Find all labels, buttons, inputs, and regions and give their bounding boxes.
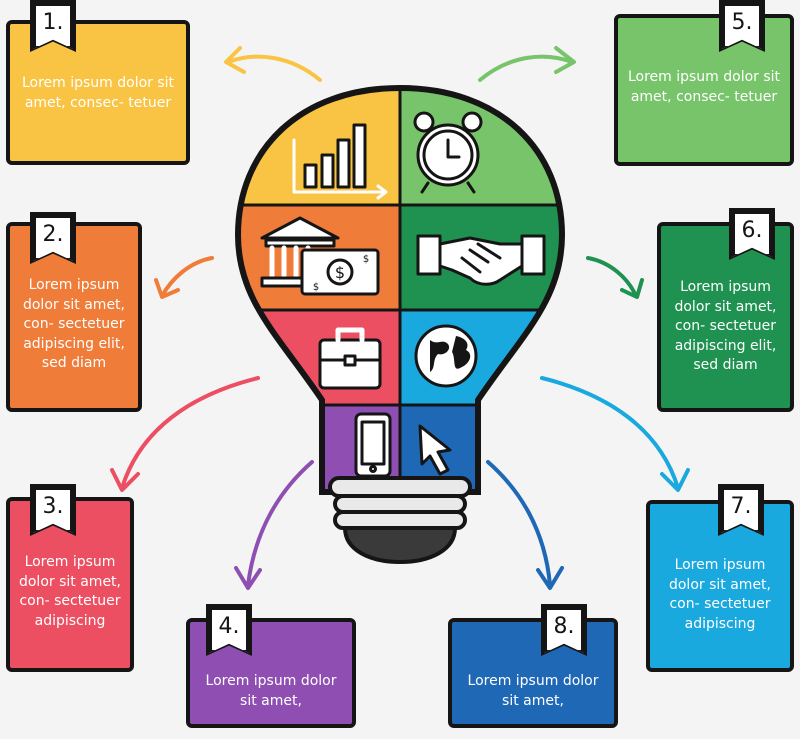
svg-text:$: $: [363, 254, 369, 265]
arrow-to-step-2: [154, 256, 214, 299]
step-5-number-tag: 5.: [722, 3, 762, 49]
step-4-card: Lorem ipsum dolor sit amet,: [186, 618, 356, 728]
step-7-card: Lorem ipsum dolor sit amet, con- sectetu…: [646, 500, 794, 672]
step-1-card: Lorem ipsum dolor sit amet, consec- tetu…: [6, 20, 190, 165]
globe-icon: [414, 324, 478, 388]
step-2-number: 2.: [42, 222, 64, 247]
step-5-number: 5.: [731, 10, 753, 35]
step-3-card: Lorem ipsum dolor sit amet, con- sectetu…: [6, 497, 134, 672]
step-2-number-tag: 2.: [33, 215, 73, 261]
svg-text:$: $: [335, 263, 345, 282]
step-2-card: Lorem ipsum dolor sit amet, con- sectetu…: [6, 222, 142, 412]
cursor-icon: [418, 424, 452, 476]
arrow-to-step-6: [586, 256, 644, 299]
step-6-number: 6.: [741, 218, 763, 243]
arrow-to-step-3: [110, 376, 260, 492]
step-7-text: Lorem ipsum dolor sit amet, con- sectetu…: [668, 557, 771, 632]
arrow-to-step-1: [224, 46, 322, 82]
step-4-number-tag: 4.: [209, 607, 249, 653]
step-3-number: 3.: [42, 494, 64, 519]
alarm-clock-icon: [413, 111, 483, 194]
arrow-to-step-4: [234, 460, 314, 590]
bar-chart-icon: [292, 123, 388, 200]
step-4-text: Lorem ipsum dolor sit amet,: [205, 673, 337, 709]
step-8-text: Lorem ipsum dolor sit amet,: [467, 673, 599, 709]
lightbulb: [234, 84, 566, 565]
step-6-card: Lorem ipsum dolor sit amet, con- sectetu…: [657, 222, 794, 412]
step-6-text: Lorem ipsum dolor sit amet, con- sectetu…: [674, 279, 777, 373]
svg-text:$: $: [313, 282, 319, 293]
arrow-to-step-8: [486, 460, 564, 590]
arrow-to-step-5: [478, 46, 576, 82]
bank-money-icon: $ $ $: [260, 216, 380, 296]
bulb-base: [328, 476, 472, 565]
step-4-number: 4.: [218, 614, 240, 639]
step-5-card: Lorem ipsum dolor sit amet, consec- tetu…: [614, 14, 794, 166]
handshake-icon: [416, 234, 546, 286]
smartphone-icon: [354, 412, 392, 478]
step-1-number: 1.: [42, 10, 64, 35]
step-1-text: Lorem ipsum dolor sit amet, consec- tetu…: [21, 75, 175, 111]
step-2-text: Lorem ipsum dolor sit amet, con- sectetu…: [22, 277, 125, 371]
step-8-number: 8.: [553, 614, 575, 639]
step-7-number: 7.: [730, 494, 752, 519]
arrow-to-step-7: [540, 376, 690, 492]
step-8-card: Lorem ipsum dolor sit amet,: [448, 618, 618, 728]
step-5-text: Lorem ipsum dolor sit amet, consec- tetu…: [627, 69, 781, 105]
step-3-text: Lorem ipsum dolor sit amet, con- sectetu…: [18, 554, 121, 629]
briefcase-icon: [318, 327, 382, 390]
